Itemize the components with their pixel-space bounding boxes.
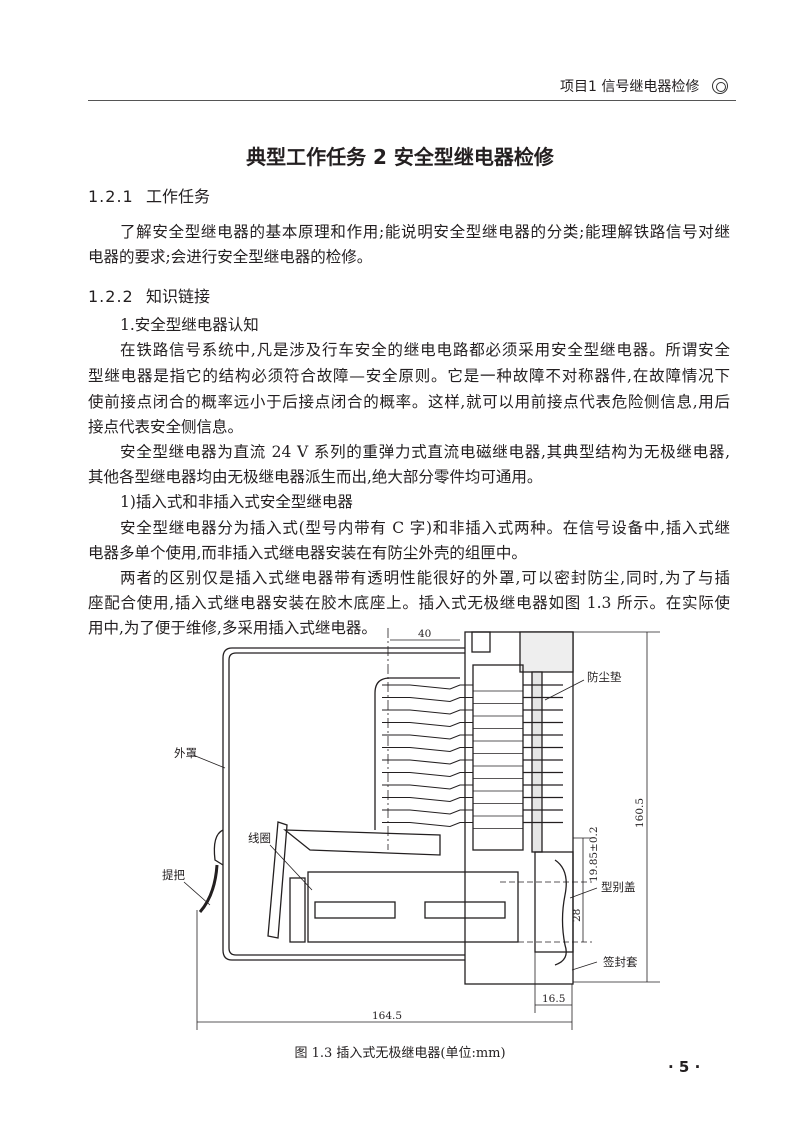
contact-spring [382,734,473,740]
paragraph-line: 了解安全型继电器的基本原理和作用;能说明安全型继电器的分类;能理解铁路信号对继 [120,223,730,241]
page-number: · 5 · [668,1058,701,1076]
paragraph-line: 在铁路信号系统中,凡是涉及行车安全的继电电路都必须采用安全型继电器。所谓安全 [120,341,730,359]
dim-16-5: 16.5 [542,993,565,1005]
contact-spring [382,771,473,778]
section-heading-1-2-1: 1.2.1 工作任务 [88,183,210,207]
paragraph-line: 两者的区别仅是插入式继电器带有透明性能很好的外罩,可以密封防尘,同时,为了与插 [120,569,730,587]
plug-pins [473,684,563,829]
page-title: 典型工作任务 2 安全型继电器检修 [246,145,554,169]
contact-spring [382,809,473,815]
header-circle-icon [712,78,728,94]
armature [283,829,441,856]
cover-outline [222,647,465,961]
contact-spring [382,721,473,728]
paragraph-line: 型继电器是指它的结构必须符合故障—安全原则。它是一种故障不对称器件,在故障情况下 [88,367,730,385]
contact-spring [382,796,473,803]
paragraph-line: 座配合使用,插入式继电器安装在胶木底座上。插入式无极继电器如图 1.3 所示。在… [88,594,730,612]
label-seal-sleeve: 签封套 [603,955,638,969]
paragraph-line: 安全型继电器分为插入式(型号内带有 C 字)和非插入式两种。在信号设备中,插入式… [120,519,730,537]
paragraph-line: 接点代表安全侧信息。 [88,418,244,436]
dim-19-85: 19.85±0.2 [588,826,600,882]
section-title: 工作任务 [146,187,211,206]
section-title: 知识链接 [146,287,211,306]
paragraph-line: 电器多单个使用,而非插入式继电器安装在有防尘外壳的组匣中。 [88,544,527,562]
running-header: 项目1 信号继电器检修 [560,79,700,95]
contact-spring [382,821,473,828]
label-handle: 提把 [162,868,185,882]
label-type-cap: 型别盖 [601,880,636,894]
header-divider [88,100,736,101]
label-coil: 线圈 [248,831,271,845]
subheading: 1.安全型继电器认知 [120,316,259,334]
label-dust-pad: 防尘垫 [587,670,622,684]
subheading: 1)插入式和非插入式安全型继电器 [120,493,353,511]
paragraph-line: 其他各型继电器均由无极继电器派生而出,绝大部分零件均可通用。 [88,468,543,486]
contact-spring [382,684,473,690]
contact-spring [382,709,473,715]
section-number: 1.2.1 [88,187,134,206]
paragraph-line: 用中,为了便于维修,多采用插入式继电器。 [88,619,377,637]
contact-springs [382,684,473,828]
section-heading-1-2-2: 1.2.2 知识链接 [88,283,210,307]
contact-spring [382,696,473,703]
pin-column [472,664,524,851]
handle-grip [213,829,224,866]
relay-diagram: 外罩 线圈 提把 防尘垫 型别盖 签封套 40 160.5 19.85±0.2 … [162,628,660,1030]
label-cover: 外罩 [174,746,197,760]
base-block [464,631,574,985]
dim-160-5: 160.5 [634,798,646,828]
paragraph-line: 电器的要求;会进行安全型继电器的检修。 [88,248,373,266]
paragraph-line: 安全型继电器为直流 24 V 系列的重弹力式直流电磁继电器,其典型结构为无极继电… [120,443,730,461]
paragraph-line: 使前接点闭合的概率远小于后接点闭合的概率。这样,就可以用前接点代表危险侧信息,用… [88,393,730,411]
section-number: 1.2.2 [88,287,134,306]
coil [307,871,519,943]
contact-spring [382,759,473,765]
contact-spring [382,784,473,790]
dim-28: 28 [571,909,583,922]
dim-164-5: 164.5 [372,1010,402,1022]
dim-40: 40 [418,628,431,640]
contact-spring [382,746,473,753]
figure-caption: 图 1.3 插入式无极继电器(单位:mm) [294,1046,506,1061]
